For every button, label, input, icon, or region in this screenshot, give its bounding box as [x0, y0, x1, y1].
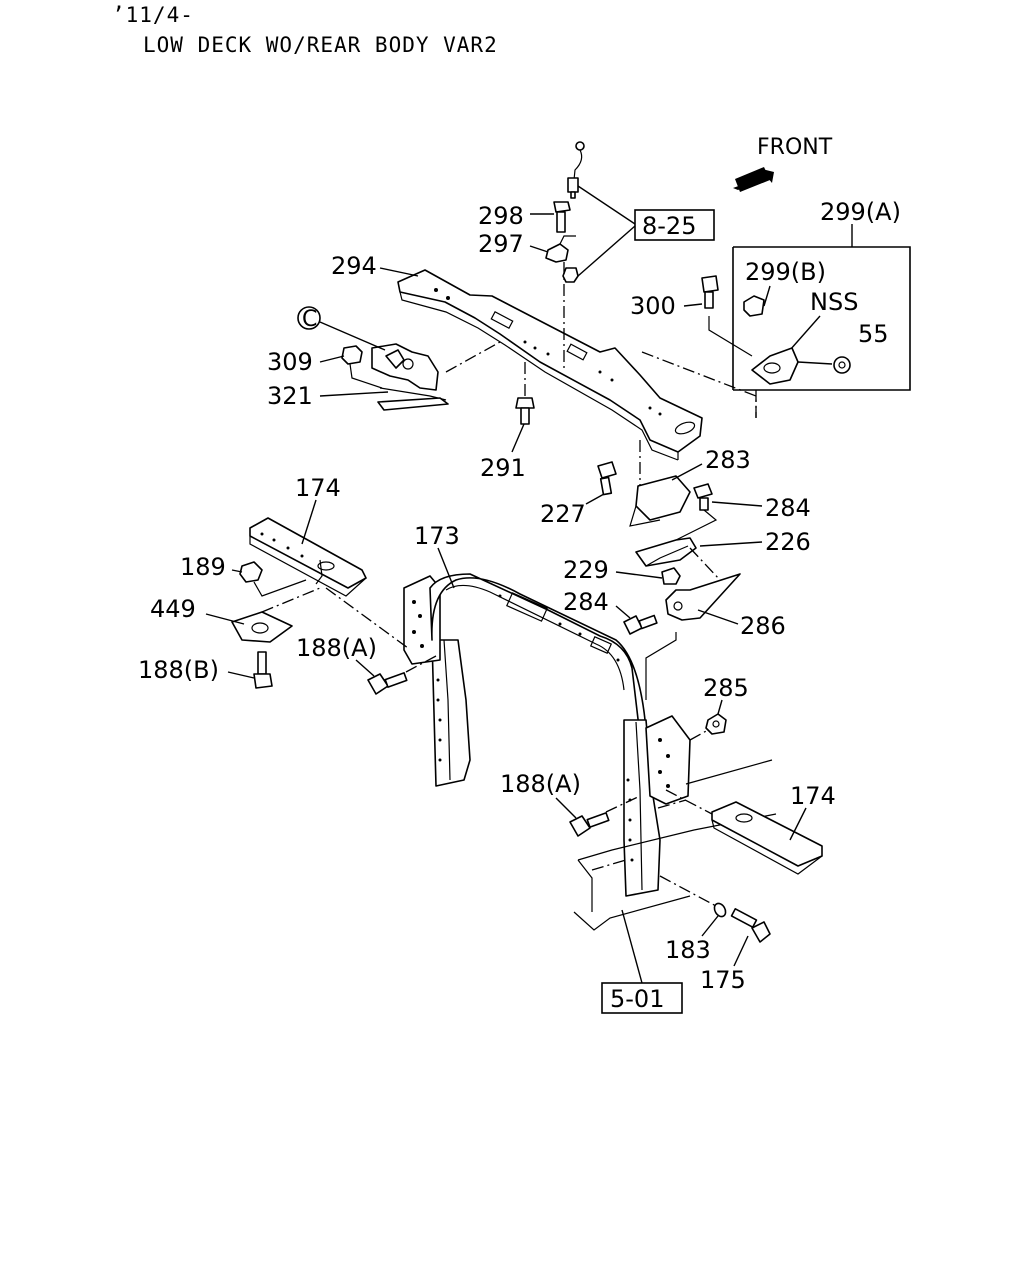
label-188b: 188(B) [138, 656, 219, 684]
label-188a-left: 188(A) [296, 634, 377, 662]
bolt-188b [253, 651, 273, 689]
label-188a-lower: 188(A) [500, 770, 581, 798]
cap-299b [743, 285, 771, 317]
label-nss: NSS [810, 288, 858, 316]
kit-box-299a [733, 246, 911, 391]
bracket-174-left [249, 517, 367, 597]
bolt-188a-left [367, 672, 408, 695]
washer-183 [713, 902, 727, 918]
mount-bracket-assembly [371, 343, 449, 411]
nut-309 [341, 345, 363, 365]
bracket-174-right [711, 801, 823, 875]
bracket-226 [635, 537, 697, 567]
diagram-header: ’11/4- LOW DECK WO/REAR BODY VAR2 [0, 0, 1024, 70]
bracket-283 [629, 440, 691, 527]
revision-date: ’11/4- [112, 3, 194, 27]
bolt-175 [730, 908, 771, 943]
ref-8-25: 8-25 [642, 212, 696, 240]
label-300: 300 [630, 292, 676, 320]
bolt-291 [515, 362, 535, 425]
label-226: 226 [765, 528, 811, 556]
nut-285 [705, 713, 727, 735]
label-321: 321 [267, 382, 313, 410]
bolt-188a-lower [569, 812, 610, 837]
clip-297 [545, 235, 576, 263]
bolt-284-upper [693, 483, 713, 511]
front-label: FRONT [757, 135, 833, 160]
nut-229 [661, 567, 681, 585]
bolt-284-lower [623, 614, 658, 635]
label-285: 285 [703, 674, 749, 702]
label-286: 286 [740, 612, 786, 640]
plate-449 [231, 611, 293, 643]
label-294: 294 [331, 252, 377, 280]
label-175: 175 [700, 966, 746, 994]
rear-frame-173 [403, 573, 691, 897]
nut-189 [239, 561, 263, 583]
mount-rubber-nss [751, 347, 799, 385]
sensor-harness [562, 141, 585, 283]
cross-member-294 [397, 269, 703, 461]
label-291: 291 [480, 454, 526, 482]
label-299b: 299(B) [745, 258, 826, 286]
label-174-upper: 174 [295, 474, 341, 502]
label-55: 55 [858, 320, 889, 348]
label-309: 309 [267, 348, 313, 376]
label-283: 283 [705, 446, 751, 474]
label-284-upper: 284 [765, 494, 811, 522]
label-449: 449 [150, 595, 196, 623]
label-284-lower: 284 [563, 588, 609, 616]
ref-5-01: 5-01 [610, 985, 664, 1013]
nut-55 [833, 356, 851, 374]
circle-c-marker [297, 306, 321, 330]
label-183: 183 [665, 936, 711, 964]
label-227: 227 [540, 500, 586, 528]
label-297: 297 [478, 230, 524, 258]
ref-box-8-25 [634, 209, 715, 241]
label-173: 173 [414, 522, 460, 550]
bolt-300 [701, 275, 719, 309]
bolt-298 [553, 201, 571, 233]
label-174-lower: 174 [790, 782, 836, 810]
ref-c: C [302, 307, 317, 332]
label-298: 298 [478, 202, 524, 230]
front-arrow-icon [733, 167, 774, 192]
label-299a: 299(A) [820, 198, 901, 226]
label-229: 229 [563, 556, 609, 584]
stay-286 [665, 573, 741, 621]
label-189: 189 [180, 553, 226, 581]
bolt-227 [597, 461, 617, 496]
diagram-title: LOW DECK WO/REAR BODY VAR2 [143, 33, 498, 57]
